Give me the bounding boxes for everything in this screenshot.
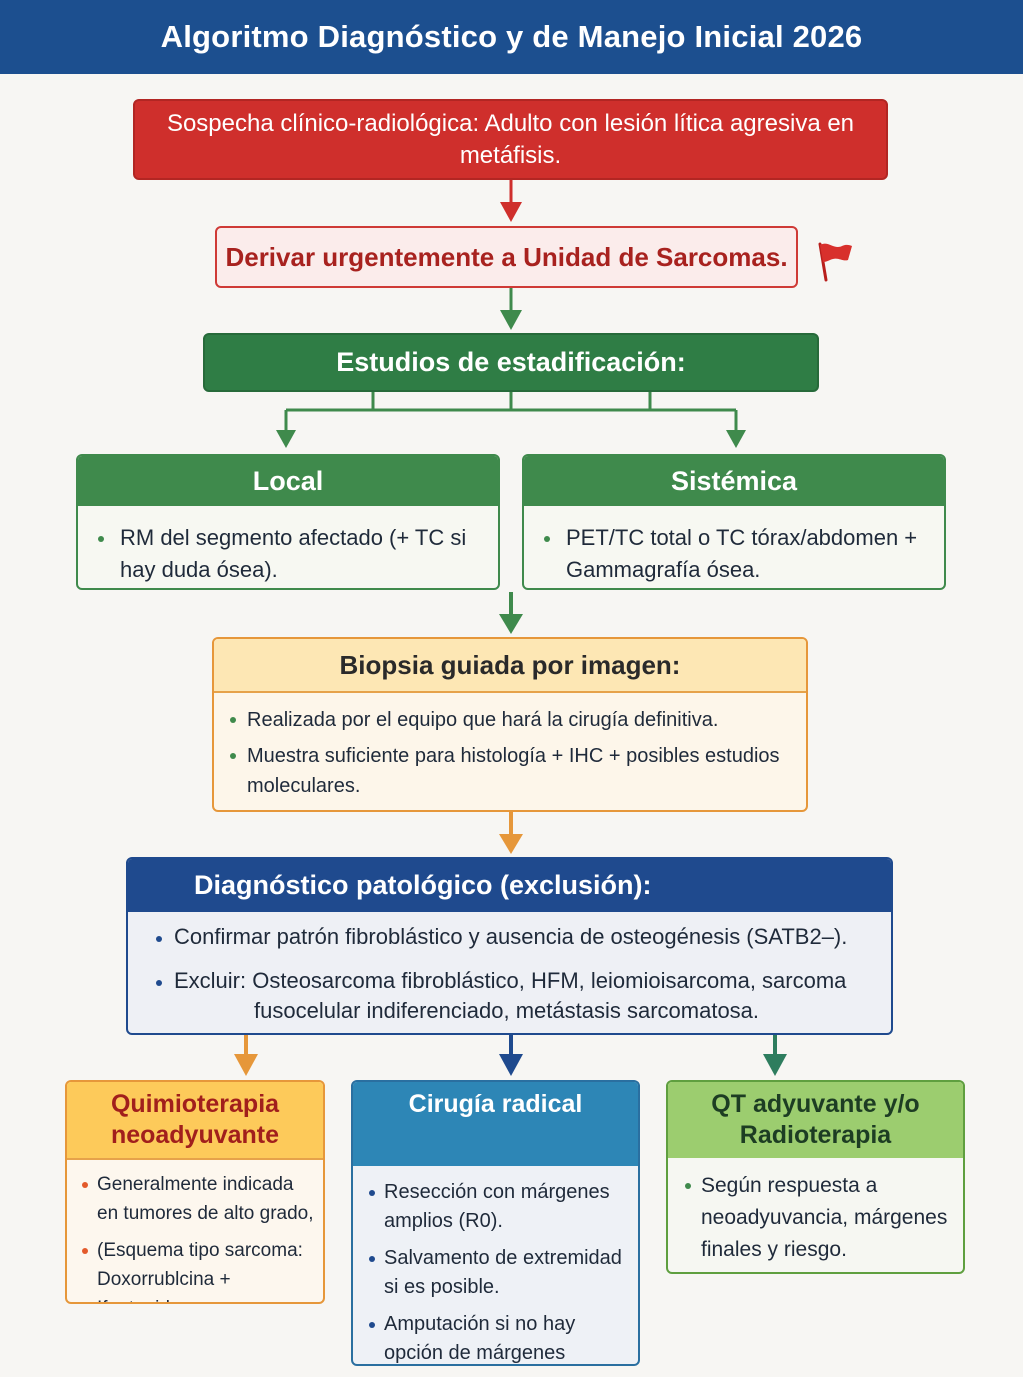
pathology-list: Confirmar patrón fibroblástico y ausenci… [128, 912, 891, 1026]
adjuvant-list: Según respuesta a neoadyuvancia, márgene… [668, 1158, 963, 1266]
local-card-title: Local [78, 456, 498, 506]
local-item: RM del segmento afectado (+ TC si hay du… [98, 522, 478, 586]
chemo-item: (Esquema tipo sarcoma: Doxorrublcina + I… [82, 1236, 317, 1302]
surgery-item: Salvamento de extremidad si es posible. [369, 1244, 630, 1302]
chemo-item: Generalmente indicada en tumores de alto… [82, 1170, 317, 1228]
chemo-card: Quimioterapia neoadyuvante Generalmente … [65, 1080, 325, 1304]
surgery-item: Resección con márgenes amplios (R0). [369, 1178, 630, 1236]
biopsy-list: Realizada por el equipo que hará la ciru… [214, 693, 806, 801]
surgery-card-title: Cirugía radical [353, 1082, 638, 1166]
local-list: RM del segmento afectado (+ TC si hay du… [78, 506, 498, 586]
arrow-pathology-to-surgery [499, 1035, 523, 1076]
local-staging-card: Local RM del segmento afectado (+ TC si … [76, 454, 500, 590]
staging-branch-connectors [276, 392, 746, 448]
surgery-card: Cirugía radical Resección con márgenes a… [351, 1080, 640, 1366]
biopsy-item: Muestra suficiente para histología + IHC… [230, 741, 786, 801]
red-flag-icon [818, 242, 852, 282]
pathology-item: Excluir: Osteosarcoma fibroblástico, HFM… [156, 966, 871, 1026]
arrow-referral-to-staging [500, 288, 522, 330]
systemic-list: PET/TC total o TC tórax/abdomen + Gammag… [524, 506, 944, 586]
arrow-suspicion-to-referral [500, 180, 522, 222]
systemic-card-title: Sistémica [524, 456, 944, 506]
chemo-card-title: Quimioterapia neoadyuvante [67, 1082, 323, 1160]
pathology-item-line: fusocelular indiferenciado, metástasis s… [254, 998, 760, 1023]
arrow-studies-to-biopsy [499, 592, 523, 634]
arrow-pathology-to-adjuvant [763, 1035, 787, 1076]
pathology-item: Confirmar patrón fibroblástico y ausenci… [156, 922, 871, 952]
suspicion-text: Sospecha clínico-radiológica: Adulto con… [166, 109, 855, 169]
page-title: Algoritmo Diagnóstico y de Manejo Inicia… [160, 19, 863, 54]
pathology-card-title: Diagnóstico patológico (exclusión): [128, 859, 891, 912]
staging-title: Estudios de estadificación: [336, 347, 686, 377]
pathology-item-line: Excluir: Osteosarcoma fibroblástico, HFM… [174, 968, 847, 993]
surgery-list: Resección con márgenes amplios (R0). Sal… [353, 1166, 638, 1364]
systemic-staging-card: Sistémica PET/TC total o TC tórax/abdome… [522, 454, 946, 590]
arrow-pathology-to-chemo [234, 1035, 258, 1076]
biopsy-card: Biopsia guiada por imagen: Realizada por… [212, 637, 808, 812]
surgery-item: Amputación si no hay opción de márgenes … [369, 1310, 630, 1364]
biopsy-item: Realizada por el equipo que hará la ciru… [230, 705, 786, 735]
biopsy-card-title: Biopsia guiada por imagen: [214, 639, 806, 693]
chemo-list: Generalmente indicada en tumores de alto… [67, 1160, 323, 1302]
systemic-item: PET/TC total o TC tórax/abdomen + Gammag… [544, 522, 924, 586]
staging-box: Estudios de estadificación: [203, 333, 819, 392]
referral-text: Derivar urgentemente a Unidad de Sarcoma… [225, 241, 788, 272]
suspicion-box: Sospecha clínico-radiológica: Adulto con… [133, 99, 888, 180]
arrow-biopsy-to-pathology [499, 812, 523, 854]
pathology-card: Diagnóstico patológico (exclusión): Conf… [126, 857, 893, 1035]
page-header: Algoritmo Diagnóstico y de Manejo Inicia… [0, 0, 1023, 74]
adjuvant-item: Según respuesta a neoadyuvancia, márgene… [685, 1170, 953, 1266]
adjuvant-card: QT adyuvante y/o Radioterapia Según resp… [666, 1080, 965, 1274]
referral-box: Derivar urgentemente a Unidad de Sarcoma… [215, 226, 798, 288]
adjuvant-card-title: QT adyuvante y/o Radioterapia [668, 1082, 963, 1158]
